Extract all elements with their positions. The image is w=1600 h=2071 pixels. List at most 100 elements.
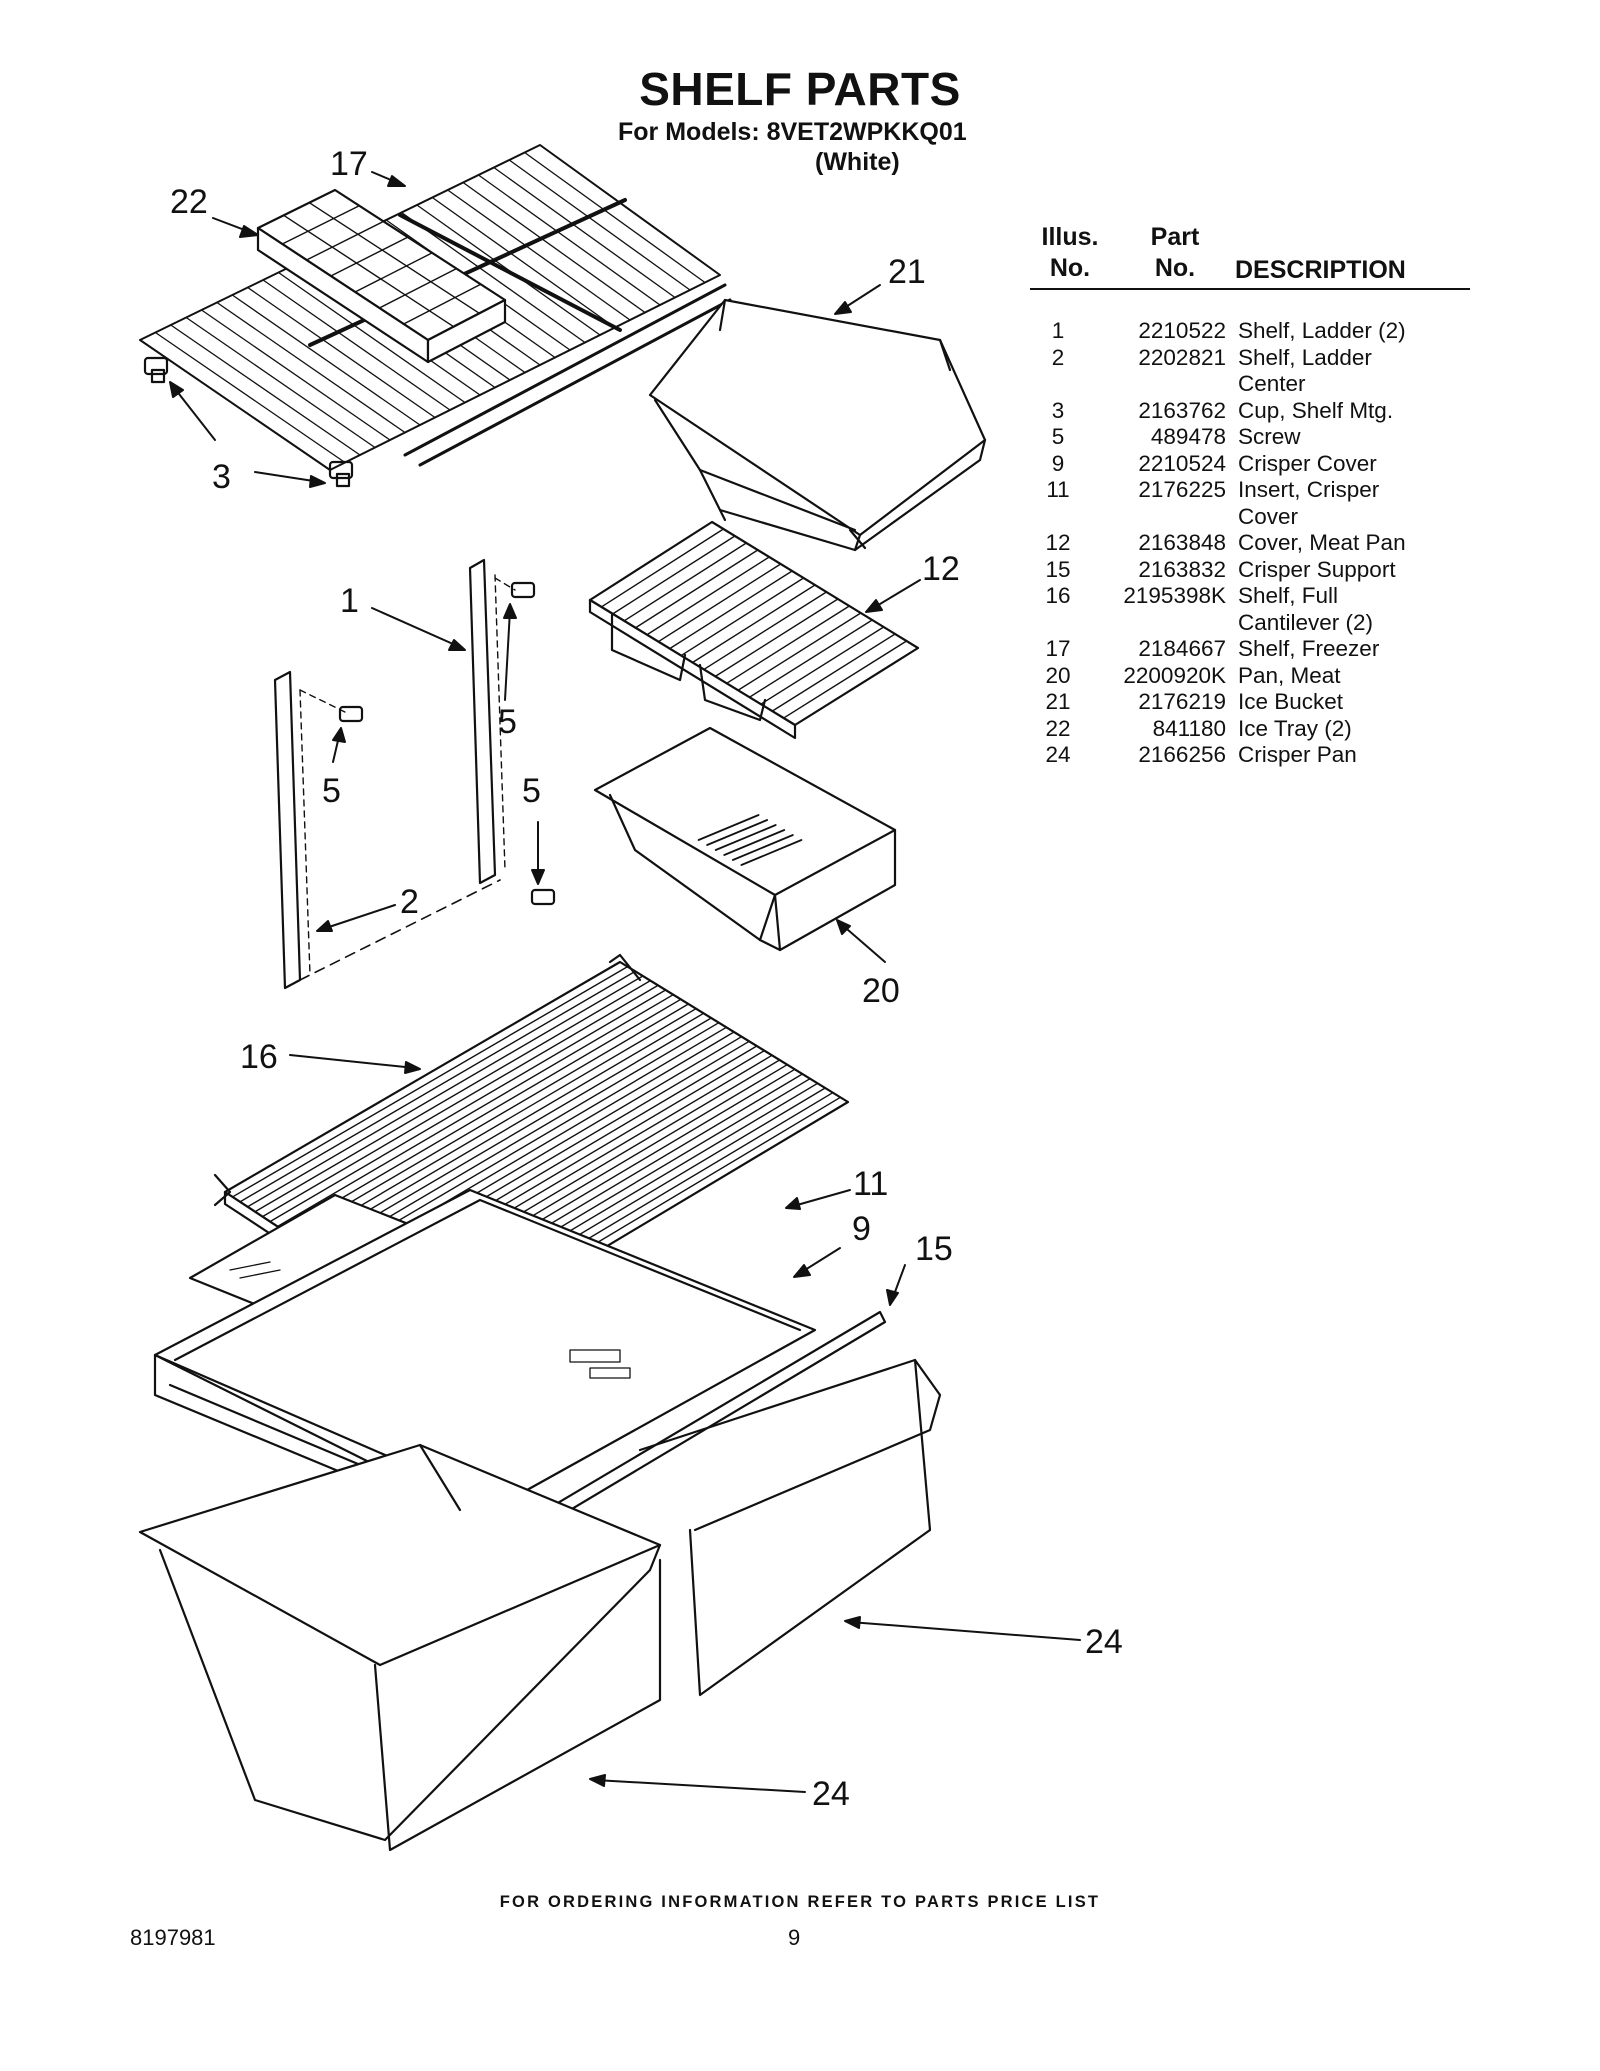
- illus-number: 20: [1045, 662, 1071, 688]
- callout-21: 21: [888, 253, 926, 291]
- part-description: Shelf, Full: [1238, 583, 1339, 608]
- table-row: 9 2210524 Crisper Cover: [1030, 451, 1470, 478]
- table-row: 15 2163832 Crisper Support: [1030, 557, 1470, 584]
- illus-number: 11: [1046, 477, 1070, 502]
- part-description: Pan, Meat: [1238, 662, 1341, 688]
- part-number: 2176219: [1138, 689, 1226, 714]
- part-number: 2163832: [1138, 556, 1226, 582]
- crisper-cover-drawing: [153, 1188, 817, 1507]
- part-number: 2176225: [1138, 477, 1226, 502]
- callout-24-upper: 24: [1085, 1623, 1123, 1661]
- callout-9: 9: [852, 1210, 871, 1248]
- part-description: Screw: [1238, 424, 1301, 449]
- illus-number: 17: [1045, 636, 1071, 661]
- callout-3: 3: [212, 458, 231, 496]
- illus-number: 15: [1045, 556, 1071, 582]
- illus-number: 1: [1051, 318, 1065, 343]
- table-row: 5 489478 Screw: [1030, 424, 1470, 451]
- callout-16: 16: [240, 1038, 278, 1076]
- col-part-line1: Part: [1150, 223, 1200, 251]
- callout-12: 12: [922, 550, 960, 588]
- part-number: 2210524: [1138, 450, 1226, 476]
- illus-number: 2: [1051, 344, 1065, 370]
- leader-lines: [169, 171, 1081, 1793]
- part-number: 2202821: [1138, 344, 1226, 370]
- callout-5-lower: 5: [522, 772, 541, 810]
- callout-20: 20: [862, 972, 900, 1010]
- illus-number: 22: [1045, 715, 1071, 741]
- part-number: 841180: [1152, 715, 1226, 741]
- part-description: Cup, Shelf Mtg.: [1238, 397, 1394, 423]
- ordering-note: FOR ORDERING INFORMATION REFER TO PARTS …: [499, 1893, 1101, 1911]
- part-description-continued: Cover: [1238, 503, 1299, 529]
- crisper-pans-drawing: [138, 1358, 942, 1852]
- part-number: 2210522: [1138, 318, 1226, 343]
- callout-22: 22: [170, 183, 208, 221]
- callout-5-left: 5: [322, 772, 341, 810]
- callout-17: 17: [330, 145, 368, 183]
- illus-number: 24: [1045, 742, 1071, 767]
- part-number: 2184667: [1138, 636, 1226, 661]
- page-title: SHELF PARTS: [639, 63, 961, 115]
- illus-number: 16: [1045, 583, 1071, 608]
- screw-drawings: [338, 581, 556, 906]
- table-row: 12 2163848 Cover, Meat Pan: [1030, 530, 1470, 557]
- col-illus-line1: Illus.: [1041, 223, 1099, 251]
- callout-15: 15: [915, 1230, 953, 1268]
- ice-bucket-drawing: [648, 298, 987, 552]
- illus-number: 3: [1051, 397, 1065, 423]
- part-number: 2166256: [1138, 742, 1226, 767]
- parts-list: Illus. No. Part No. DESCRIPTION 1 2210522…: [1030, 222, 1470, 769]
- table-row: 22 841180 Ice Tray (2): [1030, 716, 1470, 743]
- part-number: 2163762: [1138, 397, 1226, 423]
- part-description-continued: Cantilever (2): [1238, 609, 1374, 635]
- part-number: 2195398K: [1123, 583, 1226, 608]
- parts-list-header: Illus. No. Part No. DESCRIPTION: [1030, 222, 1470, 290]
- part-description: Crisper Support: [1238, 556, 1396, 582]
- table-row: 20 2200920K Pan, Meat: [1030, 663, 1470, 690]
- document-number: 8197981: [130, 1925, 216, 1950]
- illus-number: 21: [1045, 689, 1071, 714]
- callout-11: 11: [853, 1165, 888, 1203]
- ladder-shelf-rails-drawing: [273, 558, 516, 990]
- table-row: 1 2210522 Shelf, Ladder (2): [1030, 318, 1470, 345]
- table-row: 3 2163762 Cup, Shelf Mtg.: [1030, 398, 1470, 425]
- part-number: 2163848: [1138, 530, 1226, 555]
- part-number: 489478: [1150, 424, 1226, 449]
- illus-number: 12: [1045, 530, 1071, 555]
- shelf-cup-drawings: [143, 356, 354, 488]
- part-description-continued: Center: [1238, 371, 1306, 396]
- table-row: 17 2184667 Shelf, Freezer: [1030, 636, 1470, 663]
- part-description: Shelf, Ladder (2): [1238, 318, 1406, 343]
- part-description: Ice Bucket: [1238, 689, 1344, 714]
- illus-number: 9: [1051, 450, 1065, 476]
- page-number: 9: [788, 1925, 801, 1950]
- callout-24-lower: 24: [812, 1775, 850, 1813]
- table-row: 24 2166256 Crisper Pan: [1030, 742, 1470, 769]
- part-description: Shelf, Freezer: [1238, 636, 1380, 661]
- meat-pan-cover-drawing: [588, 520, 920, 740]
- meat-pan-drawing: [593, 726, 897, 952]
- part-description: Shelf, Ladder: [1238, 344, 1372, 370]
- col-description: DESCRIPTION: [1235, 256, 1406, 284]
- col-illus-line2: No.: [1049, 254, 1091, 282]
- callout-5-upper: 5: [498, 703, 517, 741]
- part-description: Insert, Crisper: [1238, 477, 1380, 502]
- part-description: Crisper Pan: [1238, 742, 1357, 767]
- part-description: Crisper Cover: [1238, 450, 1377, 476]
- part-description: Ice Tray (2): [1238, 715, 1352, 741]
- part-description: Cover, Meat Pan: [1238, 530, 1406, 555]
- table-row: 21 2176219 Ice Bucket: [1030, 689, 1470, 716]
- part-number: 2200920K: [1123, 662, 1226, 688]
- ice-tray-drawing: [256, 188, 507, 364]
- callout-2: 2: [400, 883, 419, 921]
- model-color: (White): [815, 148, 900, 176]
- illus-number: 5: [1051, 424, 1065, 449]
- callout-1: 1: [340, 582, 359, 620]
- col-part-line2: No.: [1154, 254, 1196, 282]
